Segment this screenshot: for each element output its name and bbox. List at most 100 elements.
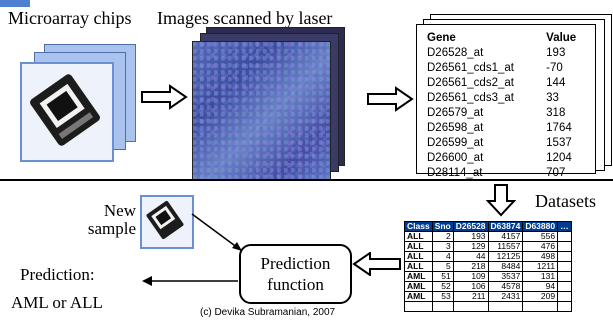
class-cell: [404, 301, 433, 312]
cell: 4578: [487, 281, 524, 292]
table-row: D28114_at 707: [427, 166, 595, 181]
arrow-left-line-icon: [142, 276, 238, 286]
header-cell: Sno: [431, 221, 454, 232]
cell: 218: [452, 261, 489, 272]
cell: 106: [452, 281, 489, 292]
table-row: ALL 2 193 4157 556: [404, 231, 572, 242]
copyright-credit: (c) Devika Subramanian, 2007: [200, 307, 336, 318]
new-sample-chip: [140, 195, 194, 249]
gene-name: D26598_at: [427, 122, 484, 134]
gene-name: D26528_at: [427, 47, 484, 59]
cell: 44: [452, 251, 489, 262]
gene-name: D28114_at: [427, 167, 483, 179]
gene-value: -70: [546, 62, 563, 74]
arrow-left-icon: [352, 252, 401, 276]
cell: 209: [522, 291, 559, 302]
prediction-function-line1: Prediction: [260, 254, 331, 273]
gene-name: D26599_at: [427, 137, 484, 149]
cell: [557, 291, 572, 302]
table-row: D26561_cds3_at 33: [427, 91, 595, 106]
gene-value: 707: [546, 167, 566, 179]
header-cell: D63880: [522, 221, 559, 232]
table-row: D26600_at 1204: [427, 151, 595, 166]
class-cell: ALL: [404, 241, 433, 252]
cell: 8484: [487, 261, 524, 272]
gene-value: 33: [546, 92, 559, 104]
cell: [557, 281, 572, 292]
cell: 2431: [487, 291, 524, 302]
cell: 109: [452, 271, 489, 282]
cell: 129: [452, 241, 489, 252]
cell: 12125: [487, 251, 524, 262]
cell: [557, 251, 572, 262]
cell: 131: [522, 271, 559, 282]
microarray-chips-label: Microarray chips: [8, 8, 132, 28]
gene-name: D26579_at: [427, 107, 484, 119]
cell: [522, 301, 559, 312]
table-row: D26528_at 193: [427, 46, 595, 61]
cell: 3537: [487, 271, 524, 282]
datasets-label: Datasets: [535, 191, 596, 211]
table-row: D26598_at 1764: [427, 121, 595, 136]
cell: [452, 301, 489, 312]
cell: 11557: [487, 241, 524, 252]
gene-value-table: Gene Value D26528_at 193 D26561_cds1_at -7…: [416, 24, 596, 179]
arrow-right-icon: [141, 84, 188, 110]
table-row: AML 52 106 4578 94: [404, 281, 572, 292]
cell: 94: [522, 281, 559, 292]
new-sample-label-line2: sample: [87, 219, 136, 238]
dataset-table: Class Sno D26528 D63874 D63880 … ALL 2 1…: [404, 221, 572, 312]
cell: 476: [522, 241, 559, 252]
cell: [557, 271, 572, 282]
dataset-header-row: Class Sno D26528 D63874 D63880 …: [404, 221, 572, 232]
prediction-output-line2: AML or ALL: [11, 293, 103, 312]
gene-table-header: Gene Value: [427, 31, 595, 46]
gene-value: 193: [546, 47, 566, 59]
prediction-function-line2: function: [267, 275, 324, 294]
class-cell: AML: [404, 271, 433, 282]
value-header: Value: [546, 32, 577, 44]
gene-name: D26561_cds1_at: [427, 62, 514, 74]
header-cell: D26528: [452, 221, 489, 232]
cell: 4157: [487, 231, 524, 242]
table-row: ALL 3 129 11557 476: [404, 241, 572, 252]
cell: 52: [431, 281, 454, 292]
gene-name: D26600_at: [427, 152, 484, 164]
gene-value: 1204: [546, 152, 572, 164]
arrow-diagonal-icon: [191, 213, 242, 251]
cell: [557, 261, 572, 272]
gene-value: 318: [546, 107, 566, 119]
header-cell: …: [557, 221, 572, 232]
table-row: AML 53 211 2431 209: [404, 291, 572, 302]
gene-name: D26561_cds3_at: [427, 92, 514, 104]
cell: 556: [522, 231, 559, 242]
cell: 193: [452, 231, 489, 242]
class-cell: AML: [404, 281, 433, 292]
new-sample-label-line1: New: [103, 201, 136, 220]
class-cell: AML: [404, 291, 433, 302]
gene-value: 144: [546, 77, 566, 89]
gene-header: Gene: [427, 32, 456, 44]
gene-name: D26561_cds2_at: [427, 77, 514, 89]
cell: 3: [431, 241, 454, 252]
header-cell: D63874: [487, 221, 524, 232]
class-cell: ALL: [404, 251, 433, 262]
gene-value: 1764: [546, 122, 572, 134]
table-row: D26579_at 318: [427, 106, 595, 121]
microarray-chip-icon: [146, 201, 184, 239]
table-row: ALL 5 218 8484 1211: [404, 261, 572, 272]
table-row: D26561_cds1_at -70: [427, 61, 595, 76]
prediction-function-box: Prediction function: [239, 244, 352, 304]
gene-value-sheet-stack: Gene Value D26528_at 193 D26561_cds1_at -7…: [416, 14, 612, 179]
table-row: [404, 301, 572, 312]
arrow-right-icon: [367, 86, 414, 112]
cell: 53: [431, 291, 454, 302]
gene-value: 1537: [546, 137, 572, 149]
cell: 2: [431, 231, 454, 242]
cell: 498: [522, 251, 559, 262]
cell: [557, 301, 572, 312]
cell: [557, 241, 572, 252]
cell: 211: [452, 291, 489, 302]
prediction-output-line1: Prediction:: [20, 265, 95, 284]
cell: [431, 301, 454, 312]
